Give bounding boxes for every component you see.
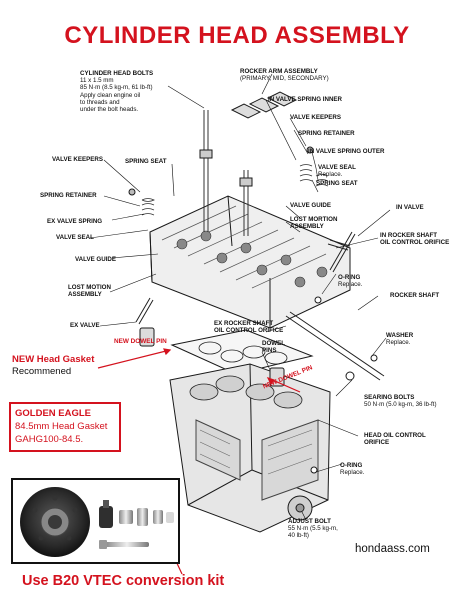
label-spring-retainer-right: SPRING RETAINER bbox=[298, 130, 355, 137]
label-valve-seal-right-sub: Replace. bbox=[318, 171, 343, 179]
label-in-rocker-shaft: IN ROCKER SHAFT OIL CONTROL ORIFICE bbox=[380, 232, 449, 246]
label-sealing-bolts-title: SEARING BOLTS bbox=[364, 394, 415, 401]
label-in-rocker-shaft-title: IN ROCKER SHAFT bbox=[380, 232, 438, 239]
annotation-new-head-gasket-line2: Recommened bbox=[12, 366, 72, 377]
label-valve-keepers-left: VALVE KEEPERS bbox=[52, 156, 103, 163]
label-ex-rocker-shaft-title: EX ROCKER SHAFT bbox=[214, 320, 274, 327]
label-ex-rocker-shaft-sub: OIL CONTROL ORIFICE bbox=[214, 327, 284, 335]
rocker-shaft-drawing bbox=[285, 311, 385, 381]
conversion-kit-parts bbox=[20, 487, 174, 557]
label-head-bolts-torque: 85 N·m (8.5 kg-m, 61 lb-ft) bbox=[80, 84, 153, 92]
label-head-bolts-spec: 11 x 1.5 mm bbox=[80, 77, 114, 85]
label-lost-motion-right-sub: ASSEMBLY bbox=[290, 223, 324, 231]
label-head-oil-control: HEAD OIL CONTROL ORIFICE bbox=[364, 432, 426, 446]
label-spring-seat-left: SPRING SEAT bbox=[125, 158, 167, 165]
label-dowel-pins: DOWEL PINS bbox=[262, 340, 285, 354]
label-lost-motion-left-sub: ASSEMBLY bbox=[68, 291, 102, 299]
label-spring-seat-right: SPRING SEAT bbox=[316, 180, 358, 187]
kit-caption: Use B20 VTEC conversion kit bbox=[22, 573, 225, 589]
annotation-new-head-gasket-line1: NEW Head Gasket bbox=[12, 354, 95, 365]
label-lost-motion-right: LOST MORTION ASSEMBLY bbox=[290, 216, 337, 230]
label-head-bolts-note3: under the bolt heads. bbox=[80, 106, 139, 114]
label-washer-title: WASHER bbox=[386, 332, 414, 339]
golden-eagle-line3: GAHG100-84.5. bbox=[15, 434, 84, 445]
label-o-ring-bottom-title: O-RING bbox=[340, 462, 363, 469]
label-adjust-bolt-sub2: 40 lb-ft) bbox=[288, 532, 309, 540]
label-head-bolts-title: CYLINDER HEAD BOLTS bbox=[80, 70, 154, 77]
label-in-valve-spring-inner: IN VALVE SPRING INNER bbox=[268, 96, 343, 103]
label-ex-valve: EX VALVE bbox=[70, 322, 100, 329]
label-dowel-pins-title: DOWEL bbox=[262, 340, 286, 347]
label-lost-motion-left: LOST MOTION ASSEMBLY bbox=[68, 284, 111, 298]
label-o-ring-bottom-sub: Replace. bbox=[340, 469, 365, 477]
label-lost-motion-left-title: LOST MOTION bbox=[68, 284, 111, 291]
label-valve-guide-left: VALVE GUIDE bbox=[75, 256, 117, 263]
annotation-new-head-gasket: NEW Head Gasket Recommened bbox=[12, 354, 94, 378]
label-adjust-bolt: ADJUST BOLT 55 N·m (5.5 kg-m, 40 lb-ft) bbox=[288, 518, 338, 540]
label-in-rocker-shaft-sub: OIL CONTROL ORIFICE bbox=[380, 239, 450, 247]
label-rocker-arm-assembly: ROCKER ARM ASSEMBLY (PRIMARY, MID, SECON… bbox=[240, 68, 329, 82]
label-o-ring-top: O-RING Replace. bbox=[338, 274, 362, 288]
label-sealing-bolts-sub: 50 N·m (5.0 kg-m, 36 lb-ft) bbox=[364, 401, 437, 409]
fitting-icon bbox=[99, 506, 113, 528]
label-head-bolts-note2: to threads and bbox=[80, 98, 120, 106]
label-ex-rocker-shaft: EX ROCKER SHAFT OIL CONTROL ORIFICE bbox=[214, 320, 283, 334]
label-o-ring-top-title: O-RING bbox=[338, 274, 361, 281]
label-valve-seal-right: VALVE SEAL Replace. bbox=[318, 164, 356, 178]
label-head-bolts-note1: Apply clean engine oil bbox=[80, 91, 141, 99]
label-cylinder-head-bolts: CYLINDER HEAD BOLTS 11 x 1.5 mm 85 N·m (… bbox=[80, 70, 153, 113]
label-adjust-bolt-sub1: 55 N·m (5.5 kg-m, bbox=[288, 525, 338, 533]
golden-eagle-box: GOLDEN EAGLE 84.5mm Head Gasket GAHG100-… bbox=[9, 402, 121, 452]
label-dowel-pins-sub: PINS bbox=[262, 347, 277, 355]
label-head-oil-control-title: HEAD OIL CONTROL bbox=[364, 432, 426, 439]
label-ex-valve-spring: EX VALVE SPRING bbox=[47, 218, 103, 225]
label-rocker-arm-sub: (PRIMARY, MID, SECONDARY) bbox=[240, 75, 329, 83]
label-washer: WASHER Replace. bbox=[386, 332, 413, 346]
label-washer-sub: Replace. bbox=[386, 339, 411, 347]
site-watermark: hondaass.com bbox=[355, 543, 430, 555]
label-valve-seal-right-title: VALVE SEAL bbox=[318, 164, 356, 171]
golden-eagle-line2: 84.5mm Head Gasket bbox=[15, 421, 108, 432]
label-head-oil-control-sub: ORIFICE bbox=[364, 439, 390, 447]
label-valve-seal-left: VALVE SEAL bbox=[56, 234, 94, 241]
annotation-new-dowel-pin-left: NEW DOWEL PIN bbox=[114, 338, 167, 345]
label-lost-motion-right-title: LOST MORTION bbox=[290, 216, 338, 223]
label-adjust-bolt-title: ADJUST BOLT bbox=[288, 518, 331, 525]
label-spring-retainer-left: SPRING RETAINER bbox=[40, 192, 97, 199]
conversion-kit-photo bbox=[11, 478, 180, 564]
golden-eagle-line1: GOLDEN EAGLE bbox=[15, 408, 92, 419]
label-in-valve-spring-outer: IN VALVE SPRING OUTER bbox=[308, 148, 385, 155]
label-sealing-bolts: SEARING BOLTS 50 N·m (5.0 kg-m, 36 lb-ft… bbox=[364, 394, 437, 408]
nut-icon bbox=[119, 510, 133, 524]
head-gasket bbox=[170, 329, 314, 375]
label-rocker-shaft: ROCKER SHAFT bbox=[390, 292, 440, 299]
label-in-valve: IN VALVE bbox=[396, 204, 424, 211]
label-rocker-arm-title: ROCKER ARM ASSEMBLY bbox=[240, 68, 318, 75]
label-o-ring-top-sub: Replace. bbox=[338, 281, 363, 289]
label-valve-keepers-right: VALVE KEEPERS bbox=[290, 114, 341, 121]
label-valve-guide-right: VALVE GUIDE bbox=[290, 202, 332, 209]
page-title: CYLINDER HEAD ASSEMBLY bbox=[64, 22, 410, 49]
bolt-icon bbox=[105, 542, 149, 547]
label-o-ring-bottom: O-RING Replace. bbox=[340, 462, 364, 476]
